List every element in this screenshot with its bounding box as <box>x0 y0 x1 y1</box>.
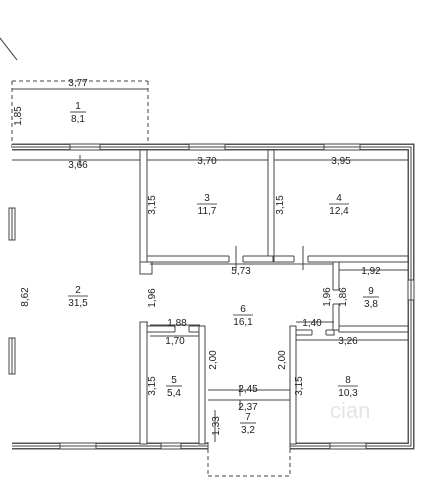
dim-room4-width: 3,95 <box>331 156 351 167</box>
room-area: 3,8 <box>364 299 378 310</box>
doors <box>140 255 340 450</box>
room-number: 3 <box>204 193 210 204</box>
dim-room4-depth: 3,15 <box>275 195 286 215</box>
room-number: 6 <box>240 304 246 315</box>
room-area: 3,2 <box>241 425 255 436</box>
dim-room8-width: 3,26 <box>338 336 358 347</box>
room-number: 8 <box>345 375 351 386</box>
dim-room3-depth: 3,15 <box>147 195 158 215</box>
room-area: 8,1 <box>71 114 85 125</box>
dim-room5-width: 1,70 <box>165 336 185 347</box>
dim-corridor-left-depth: 2,00 <box>208 350 219 370</box>
room-2-label: 2 31,5 <box>68 285 88 309</box>
room-area: 12,4 <box>329 206 349 217</box>
dim-room9-width: 1,92 <box>361 266 381 277</box>
dim-room5-width-top: 1,88 <box>167 318 187 329</box>
corner-line <box>0 37 18 61</box>
room-number: 4 <box>336 193 342 204</box>
room-number: 5 <box>171 375 177 386</box>
room-5-label: 5 5,4 <box>166 375 182 399</box>
room-area: 16,1 <box>233 317 253 328</box>
dim-terrace-width: 3,77 <box>68 78 88 89</box>
terrace-outline <box>11 80 149 148</box>
room-4-label: 4 12,4 <box>329 193 349 217</box>
horizontal-dimensions: 3,77 3,66 3,70 3,95 5,73 1,92 1,88 1,70 … <box>68 78 381 413</box>
dim-hall-depth-left: 1,96 <box>147 288 158 308</box>
room-number: 2 <box>75 285 81 296</box>
room-area: 11,7 <box>198 206 217 217</box>
dim-hall-depth-right: 1,96 <box>322 287 333 307</box>
watermark: cian <box>330 398 370 423</box>
dim-room2-depth: 8,62 <box>20 287 31 307</box>
vertical-dimensions: 1,85 8,62 3,15 3,15 1,96 1,96 1,86 3,15 … <box>13 106 349 436</box>
room-7-label: 7 3,2 <box>240 412 256 436</box>
porch-outline <box>207 442 291 477</box>
dim-room5-depth: 3,15 <box>147 376 158 396</box>
room-area: 5,4 <box>167 388 181 399</box>
room-6-label: 6 16,1 <box>233 304 253 328</box>
room-8-label: 8 10,3 <box>338 375 358 399</box>
room-1-label: 1 8,1 <box>70 101 86 125</box>
dim-corridor-right-depth: 2,00 <box>277 350 288 370</box>
room-number: 7 <box>245 412 251 423</box>
dim-room8-depth: 3,15 <box>294 376 305 396</box>
dim-hall-width: 5,73 <box>231 266 251 277</box>
room-area: 10,3 <box>338 388 358 399</box>
dim-room9-depth: 1,86 <box>338 287 349 307</box>
room-area: 31,5 <box>68 298 88 309</box>
dimension-lines <box>12 88 408 442</box>
room-3-label: 3 11,7 <box>197 193 217 217</box>
dim-room3-width: 3,70 <box>197 156 217 167</box>
dim-corridor-width: 2,45 <box>238 384 258 395</box>
dim-room8-top-offset: 1,40 <box>302 318 322 329</box>
dim-room2-width: 3,66 <box>68 160 88 171</box>
dim-terrace-depth: 1,85 <box>13 106 24 126</box>
windows <box>8 143 415 450</box>
room-number: 1 <box>75 101 81 112</box>
room-number: 9 <box>368 286 374 297</box>
dim-porch-depth: 1,33 <box>211 416 222 436</box>
dim-porch-width: 2,37 <box>238 402 258 413</box>
room-9-label: 9 3,8 <box>363 286 379 310</box>
